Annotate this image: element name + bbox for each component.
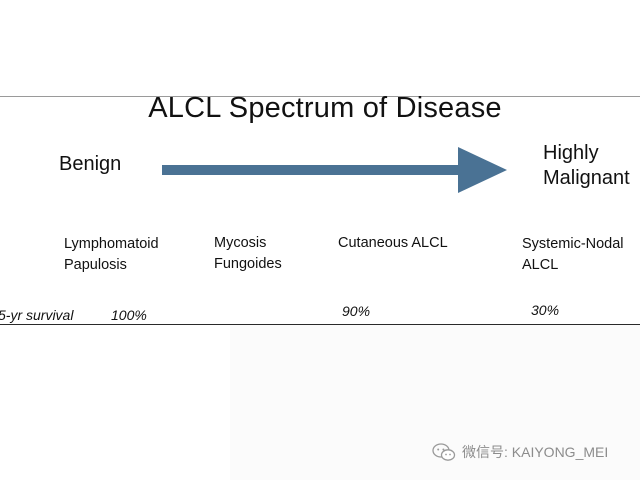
stage-label-line1: Mycosis [214,235,267,251]
malignant-label-line2: Malignant [543,167,630,189]
stage-mycosis-fungoides: Mycosis Fungoides [214,233,282,275]
survival-value-lymphomatoid-papulosis: 100% [111,307,147,323]
stage-lymphomatoid-papulosis: Lymphomatoid Papulosis [64,234,159,276]
watermark-text: 微信号: KAIYONG_MEI [462,444,609,460]
stage-label-line1: Systemic-Nodal [522,236,624,252]
survival-value-cutaneous-alcl: 90% [342,303,371,319]
slide-title: ALCL Spectrum of Disease [148,92,502,124]
benign-label: Benign [59,153,122,175]
spectrum-arrow [162,147,507,193]
stage-systemic-nodal-alcl: Systemic-Nodal ALCL [522,234,624,276]
stage-label-line2: ALCL [522,257,559,273]
top-divider [0,96,640,97]
malignant-label: Highly Malignant [543,141,630,191]
stage-label-line1: Lymphomatoid [64,236,159,252]
survival-label: 5-yr survival [0,307,74,323]
malignant-label-line1: Highly [543,142,599,164]
wechat-icon [432,443,456,461]
survival-divider [0,324,640,325]
stage-cutaneous-alcl: Cutaneous ALCL [338,233,448,254]
stage-label-line1: Cutaneous ALCL [338,235,448,251]
survival-value-systemic-nodal-alcl: 30% [531,302,560,318]
stage-label-line2: Fungoides [214,256,282,272]
stage-label-line2: Papulosis [64,257,127,273]
watermark: 微信号: KAIYONG_MEI [432,441,608,463]
